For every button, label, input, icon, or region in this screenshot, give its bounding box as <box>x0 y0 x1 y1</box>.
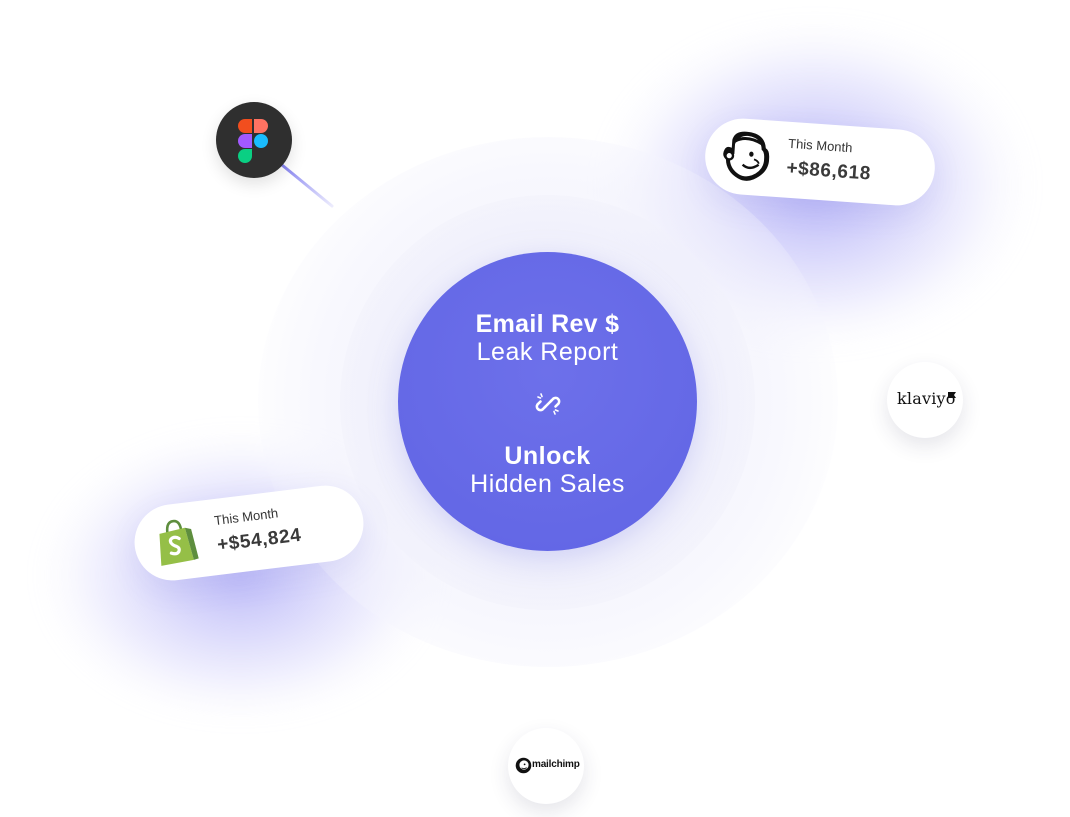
glow-bottom-left <box>40 430 440 720</box>
link-icon <box>535 393 561 415</box>
hub-cta-title: Unlock <box>504 442 591 470</box>
shopify-revenue-card[interactable]: This Month +$54,824 <box>130 481 368 585</box>
card-period-label: This Month <box>213 505 279 529</box>
hub-cta-subtitle: Hidden Sales <box>470 470 625 498</box>
connector-figma <box>280 163 334 208</box>
klaviyo-node[interactable]: klaviyo <box>887 362 963 438</box>
connector-klaviyo <box>828 398 890 402</box>
mailchimp-freddie-icon <box>723 131 770 181</box>
mailchimp-freddie-icon <box>515 757 532 774</box>
leak-report-hub[interactable]: Email Rev $ Leak Report Unlock Hidden Sa… <box>398 252 697 551</box>
card-period-label: This Month <box>787 135 853 156</box>
mailchimp-logo: mailchimp <box>532 759 580 770</box>
card-revenue-value: +$54,824 <box>216 524 303 556</box>
figma-logo-icon <box>238 119 268 163</box>
mailchimp-revenue-card[interactable]: This Month +$86,618 <box>702 116 938 208</box>
klaviyo-flag-icon <box>948 392 956 398</box>
connector-mailchimp <box>544 682 548 730</box>
shopify-bag-icon <box>159 519 199 566</box>
klaviyo-logo: klaviyo <box>897 389 956 408</box>
figma-node[interactable] <box>216 102 292 178</box>
card-revenue-value: +$86,618 <box>785 157 872 185</box>
hub-subtitle: Leak Report <box>476 338 619 366</box>
mailchimp-node[interactable]: mailchimp <box>508 728 584 804</box>
hub-title: Email Rev $ <box>475 310 620 338</box>
